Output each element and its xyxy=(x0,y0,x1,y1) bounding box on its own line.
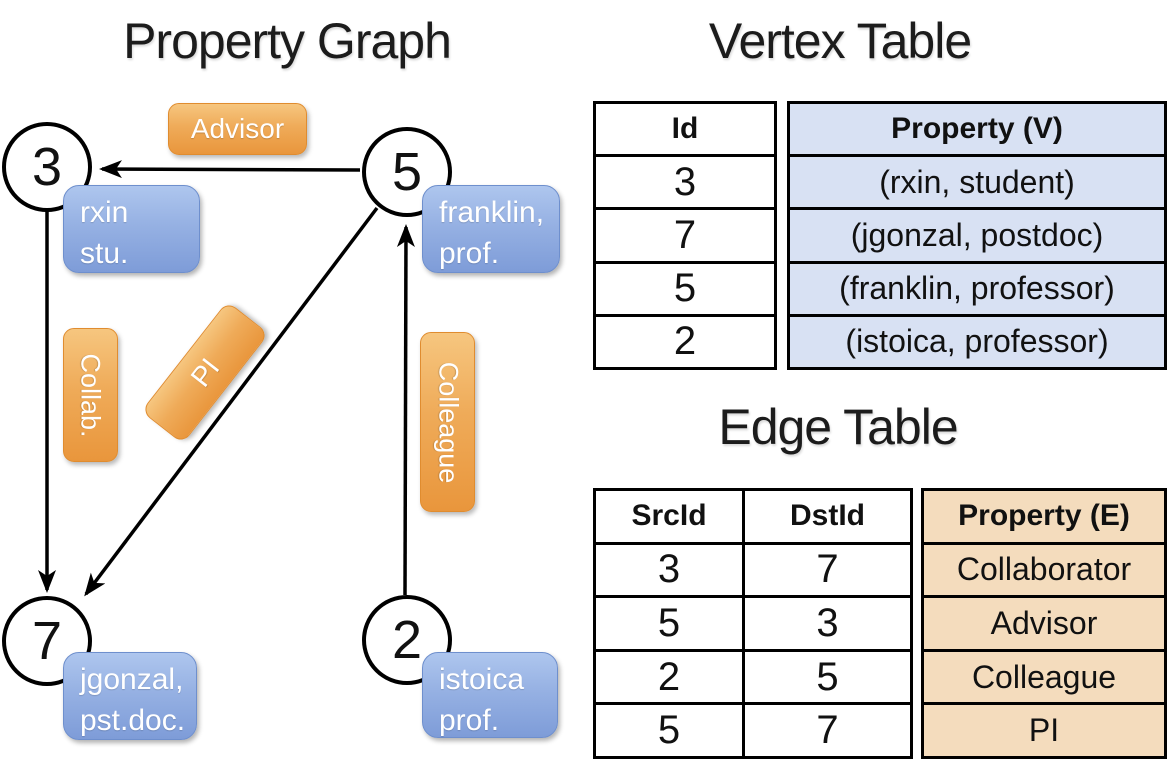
edge-table-dstid-column: DstId 7 3 5 7 xyxy=(742,491,910,756)
column-header-property-v: Property (V) xyxy=(891,112,1063,146)
table-cell: 3 xyxy=(596,541,742,596)
edge-table-srcid-column: SrcId 3 5 2 5 xyxy=(596,491,742,756)
edge-label-text: Collab. xyxy=(76,352,107,438)
vertex-property-box-2: istoica prof. xyxy=(422,652,558,738)
vertex-property-line: franklin, xyxy=(439,196,545,229)
vertex-id: 3 xyxy=(31,137,63,197)
vertex-property-line: prof. xyxy=(439,704,500,737)
arrow-2-to-5 xyxy=(396,224,415,596)
table-cell: 5 xyxy=(596,702,742,756)
vertex-property-line: rxin xyxy=(80,196,129,229)
vertex-table: Id 3 7 5 2 Property (V) (rxin, student) … xyxy=(593,101,1167,370)
vertex-id: 5 xyxy=(391,142,423,202)
table-cell: 5 xyxy=(596,260,774,314)
vertex-table-title: Vertex Table xyxy=(708,13,972,69)
vertex-property-line: istoica xyxy=(439,663,525,696)
table-cell: (franklin, professor) xyxy=(790,260,1164,314)
edge-label-collab: Collab. xyxy=(63,328,118,462)
table-cell: (istoica, professor) xyxy=(790,313,1164,367)
vertex-table-property-column: Property (V) (rxin, student) (jgonzal, p… xyxy=(787,101,1167,370)
column-header-id: Id xyxy=(671,112,699,146)
table-cell: (jgonzal, postdoc) xyxy=(790,207,1164,260)
table-cell: 2 xyxy=(596,648,742,703)
vertex-id: 7 xyxy=(31,611,63,671)
vertex-property-box-5: franklin, prof. xyxy=(422,185,560,273)
edge-label-text: Advisor xyxy=(190,113,285,144)
edge-label-pi: PI xyxy=(141,301,269,444)
column-header-property-e: Property (E) xyxy=(958,499,1130,533)
property-graph-title: Property Graph xyxy=(123,13,452,69)
edge-label-colleague: Colleague xyxy=(420,332,475,512)
vertex-property-box-3: rxin stu. xyxy=(63,185,200,273)
vertex-id: 2 xyxy=(391,610,423,670)
edge-table: SrcId 3 5 2 5 DstId 7 3 5 7 Property (E)… xyxy=(593,488,1167,759)
table-cell: Advisor xyxy=(924,595,1164,649)
vertex-node-3: 3 xyxy=(2,122,92,212)
table-cell: PI xyxy=(924,702,1164,756)
edge-table-ids-columns: SrcId 3 5 2 5 DstId 7 3 5 7 xyxy=(593,488,913,759)
table-cell: Colleague xyxy=(924,648,1164,703)
table-cell: 5 xyxy=(745,648,910,703)
vertex-table-id-column: Id 3 7 5 2 xyxy=(593,101,777,370)
table-cell: 3 xyxy=(745,595,910,649)
table-cell: (rxin, student) xyxy=(790,154,1164,207)
table-cell: 7 xyxy=(596,207,774,260)
table-cell: 2 xyxy=(596,313,774,367)
edge-label-advisor: Advisor xyxy=(168,103,307,155)
column-header-dstid: DstId xyxy=(790,499,865,533)
vertex-node-5: 5 xyxy=(362,127,452,217)
edge-label-text: Colleague xyxy=(433,361,463,483)
vertex-property-line: stu. xyxy=(80,237,129,270)
edge-label-text: PI xyxy=(184,352,225,393)
vertex-property-line: prof. xyxy=(439,237,500,270)
edge-table-property-column: Property (E) Collaborator Advisor Collea… xyxy=(921,488,1167,759)
vertex-property-line: pst.doc. xyxy=(80,704,186,737)
table-cell: 5 xyxy=(596,595,742,649)
column-header-srcid: SrcId xyxy=(631,499,707,533)
arrow-5-to-3 xyxy=(99,160,361,179)
vertex-property-line: jgonzal, xyxy=(80,663,184,696)
vertex-property-box-7: jgonzal, pst.doc. xyxy=(63,652,197,740)
edge-table-title: Edge Table xyxy=(718,399,958,455)
table-cell: 7 xyxy=(745,702,910,756)
table-cell: 3 xyxy=(596,154,774,207)
table-cell: 7 xyxy=(745,541,910,596)
table-cell: Collaborator xyxy=(924,541,1164,596)
